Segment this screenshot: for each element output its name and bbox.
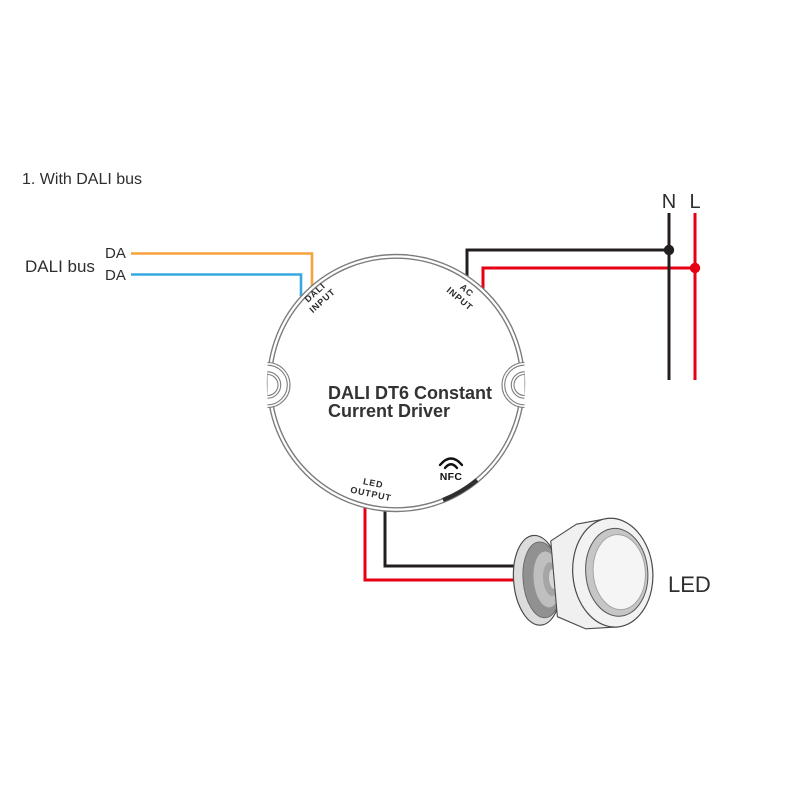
nfc-arc-outer: [438, 457, 464, 467]
driver-title-line1: DALI DT6 Constant: [328, 383, 492, 403]
tab-left-arc2: [267, 364, 288, 406]
tab-right-arc1: [501, 361, 525, 409]
driver-title-line2: Current Driver: [328, 401, 450, 421]
section-title: 1. With DALI bus: [22, 171, 142, 188]
neutral-junction-dot: [663, 244, 675, 256]
mounting-tab-right: [501, 361, 525, 409]
tab-left-arc3: [267, 371, 282, 399]
led-fixture-label: LED: [668, 572, 711, 597]
rim-accent-arc: [442, 478, 479, 502]
tab-right-arc2: [504, 364, 525, 406]
da-wire-bottom-label: DA: [105, 267, 126, 284]
neutral-label: N: [662, 191, 676, 213]
nfc-icon: [438, 457, 464, 470]
nfc-arc-inner: [443, 463, 459, 470]
led-fixture: [512, 517, 654, 630]
ac-wire-live: [481, 266, 695, 290]
ac-wire-neutral: [465, 248, 669, 277]
fixture-aperture-inner: [592, 534, 646, 610]
tab-left-arc1: [267, 361, 291, 409]
led-wire-positive: [363, 506, 520, 582]
tab-right-arc4: [513, 373, 525, 397]
tab-right-arc3: [510, 371, 525, 399]
dali-wire-orange: [131, 252, 314, 286]
tab-left-arc4: [267, 373, 279, 397]
mounting-tab-left: [267, 361, 291, 409]
dali-wire-blue: [131, 273, 303, 296]
live-label: L: [689, 191, 700, 213]
led-output-line1: LED: [362, 476, 384, 490]
da-wire-top-label: DA: [105, 245, 126, 262]
live-junction-dot: [689, 262, 701, 274]
led-wire-negative: [383, 510, 520, 568]
dali-bus-label: DALI bus: [25, 257, 95, 276]
nfc-label: NFC: [440, 471, 463, 483]
